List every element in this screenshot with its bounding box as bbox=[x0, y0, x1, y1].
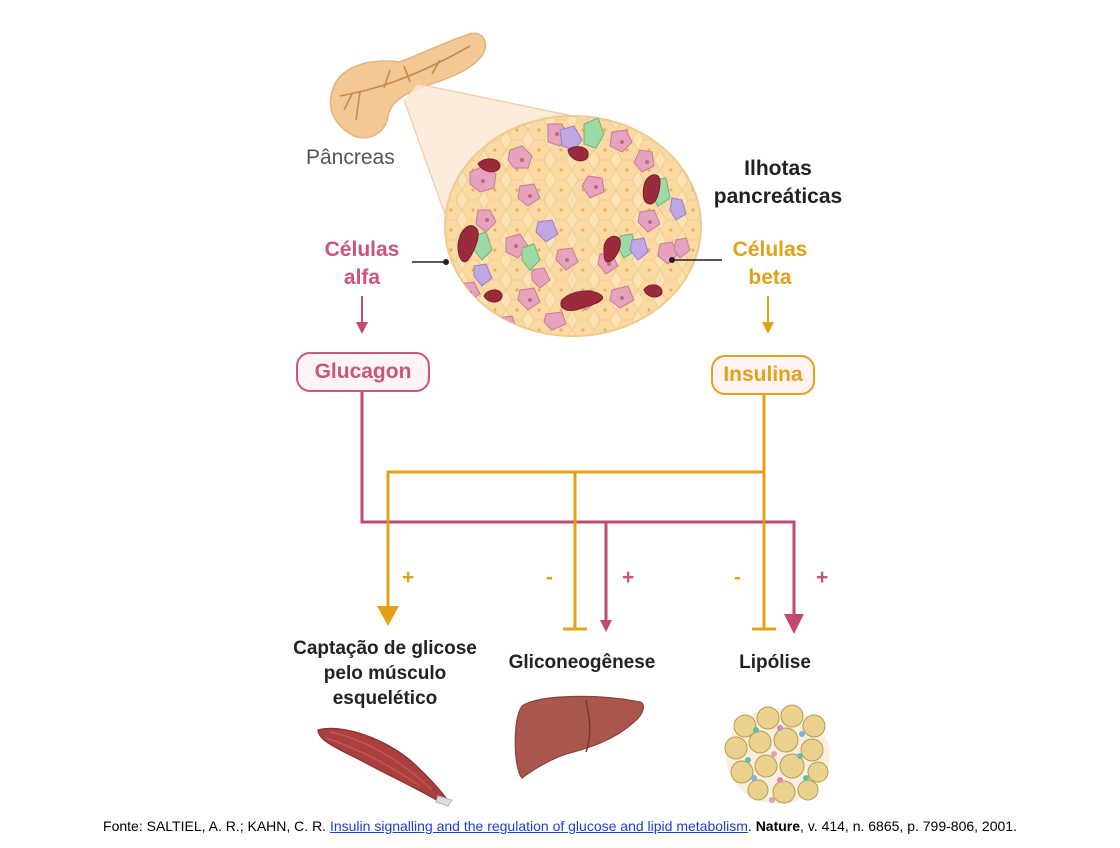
beta-cells-label-line2: beta bbox=[748, 266, 792, 289]
muscle-uptake-label-line3: esquelético bbox=[332, 688, 438, 709]
alpha-cells bbox=[457, 123, 691, 335]
pancreas-duct bbox=[339, 45, 471, 121]
muscle-illustration bbox=[317, 727, 453, 807]
glucagon-arrowhead-gluconeogenesis bbox=[600, 620, 612, 632]
muscle-uptake-label-line1: Captação de glicose bbox=[293, 638, 477, 659]
source-citation: Fonte: SALTIEL, A. R.; KAHN, C. R. Insul… bbox=[0, 818, 1120, 834]
insulin-box: Insulina bbox=[711, 355, 815, 395]
beta-pointer-dot bbox=[669, 257, 675, 263]
beta-cells-label-line1: Células bbox=[732, 238, 808, 261]
muscle-uptake-label: Captação de glicose pelo músculo esquelé… bbox=[270, 636, 500, 711]
beta-to-insulin-arrow bbox=[762, 296, 774, 334]
pancreas-body bbox=[329, 32, 487, 139]
glucagon-pathway bbox=[360, 392, 796, 622]
islets-label-line2: pancreáticas bbox=[713, 185, 843, 208]
source-separator: . bbox=[747, 818, 756, 834]
source-journal: Nature bbox=[755, 818, 801, 834]
source-article-link[interactable]: Insulin signalling and the regulation of… bbox=[329, 818, 748, 834]
adipose-small-cells bbox=[745, 725, 809, 803]
lipolysis-glucagon-plus-sign: + bbox=[816, 566, 829, 589]
alpha-cells-label: Células alfa bbox=[304, 236, 420, 292]
alpha-to-glucagon-arrow bbox=[356, 296, 368, 334]
gluconeogenesis-glucagon-plus-sign: + bbox=[622, 566, 635, 589]
lipolysis-insulin-minus-sign: - bbox=[734, 566, 741, 589]
pancreas-label: Pâncreas bbox=[306, 146, 395, 169]
lipolysis-label: Lipólise bbox=[739, 652, 811, 673]
muscle-insulin-plus-sign: + bbox=[402, 566, 415, 589]
gluconeogenesis-label: Gliconeogênese bbox=[508, 652, 656, 673]
zoom-line-top bbox=[417, 83, 574, 117]
islets-label: Ilhotas pancreáticas bbox=[700, 155, 856, 211]
pp-cells bbox=[473, 125, 687, 287]
blood-vessels bbox=[457, 146, 663, 311]
insulin-pathway bbox=[386, 394, 776, 631]
source-details: , v. 414, n. 6865, p. 799-806, 2001. bbox=[800, 818, 1017, 834]
alpha-cells-label-line1: Células bbox=[324, 238, 400, 261]
islets-label-line1: Ilhotas bbox=[744, 157, 812, 180]
glucagon-box: Glucagon bbox=[296, 352, 430, 392]
gluconeogenesis-insulin-minus-sign: - bbox=[546, 566, 553, 589]
alpha-pointer-dot bbox=[443, 259, 449, 265]
liver-illustration bbox=[514, 695, 644, 779]
glucagon-arrowhead-lipolysis bbox=[784, 614, 804, 634]
beta-cells-label: Células beta bbox=[712, 236, 828, 292]
source-prefix: Fonte: SALTIEL, A. R.; KAHN, C. R. bbox=[103, 818, 330, 834]
muscle-uptake-label-line2: pelo músculo bbox=[323, 663, 447, 684]
adipose-illustration bbox=[724, 704, 830, 804]
insulin-arrowhead-muscle bbox=[377, 606, 399, 626]
pancreatic-islet bbox=[444, 115, 702, 337]
alpha-cells-label-line2: alfa bbox=[343, 266, 381, 289]
pancreas-illustration bbox=[329, 32, 487, 139]
